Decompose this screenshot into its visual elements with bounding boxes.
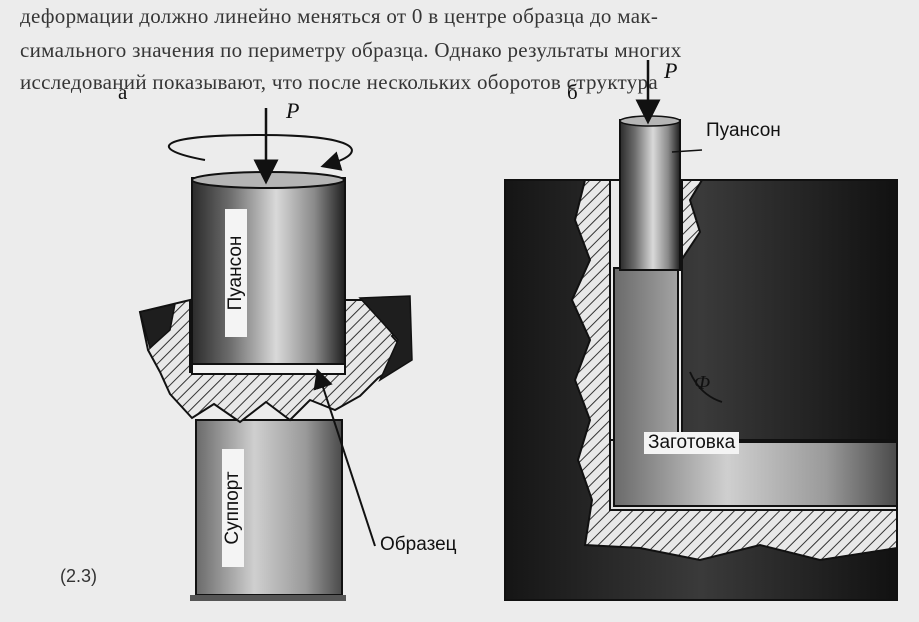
punch-rod-b <box>619 119 681 271</box>
force-label-a: P <box>286 98 300 123</box>
angle-label: Ф <box>694 372 711 394</box>
formula-number: (2.3) <box>60 566 98 586</box>
die-dark-right <box>358 295 413 382</box>
workpiece-label-b: Заготовка <box>644 432 740 454</box>
punch-b-top-ellipse <box>619 115 681 127</box>
punch-b-leader-line <box>671 149 703 153</box>
force-label-b: P <box>664 58 678 83</box>
panel-a-label: а <box>118 80 128 104</box>
support-label-a: Суппорт <box>222 449 244 567</box>
panel-b-diagram <box>504 60 898 601</box>
bg-line: исследований показывают, что после неско… <box>20 70 658 94</box>
sample-leader-line <box>313 368 376 547</box>
die-dark-left <box>139 303 176 350</box>
sample-label-a: Образец <box>380 534 457 555</box>
panel-a-bottom-shadow <box>190 595 346 601</box>
panel-b-label: б <box>567 80 578 104</box>
bg-line: деформации должно линейно меняться от 0 … <box>20 4 659 28</box>
punch-cylinder <box>191 177 346 371</box>
punch-label-a: Пуансон <box>225 209 247 337</box>
panel-a-diagram <box>138 108 413 596</box>
angle-arc <box>689 371 723 403</box>
sample-disk <box>191 363 346 375</box>
punch-label-b: Пуансон <box>706 120 781 141</box>
rotation-arrow <box>167 133 353 171</box>
bg-line: симального значения по периметру образца… <box>20 38 682 62</box>
punch-top-ellipse <box>191 171 345 189</box>
support-cylinder <box>195 419 343 596</box>
